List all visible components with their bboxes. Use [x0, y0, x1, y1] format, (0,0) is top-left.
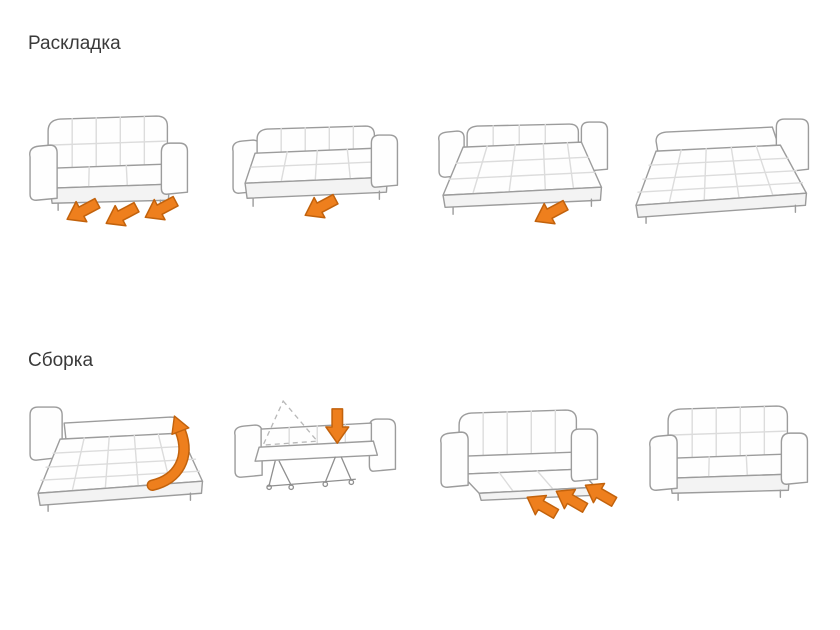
sofa-bed-extending — [438, 121, 609, 215]
section-title-unfold: Раскладка — [28, 33, 121, 54]
sofa-fold-step-2-illustration — [233, 399, 396, 491]
fold-steps-row — [10, 385, 830, 540]
fold-motion-dashed-outline — [261, 399, 319, 446]
sofa-assembled — [648, 405, 808, 501]
sofa-unfold-step-2-illustration — [231, 125, 398, 227]
metal-frame-legs — [265, 456, 356, 491]
sofa-fold-step-3-illustration — [440, 409, 621, 525]
sofa-folded — [29, 115, 189, 211]
fold-step-1-figure — [10, 385, 211, 540]
fold-step-2-figure — [217, 385, 418, 540]
sofa-fold-step-1-illustration — [29, 406, 204, 513]
unfold-step-4-figure — [630, 95, 831, 250]
section-title-fold: Сборка — [28, 350, 94, 371]
sofa-fold-step-4-illustration — [648, 405, 808, 501]
sofa-nearly-folded — [440, 409, 599, 501]
sofa-back-folded — [231, 125, 398, 207]
sofa-unfold-step-1-illustration — [29, 115, 189, 235]
unfold-step-3-figure — [423, 95, 624, 250]
unfold-steps-row — [10, 95, 830, 250]
lift-curved-arrow-icon — [146, 415, 190, 492]
fold-step-4-figure — [630, 385, 831, 540]
unfold-step-1-figure — [10, 95, 211, 250]
sofa-bed-ready — [634, 118, 809, 225]
fold-step-3-figure — [423, 385, 624, 540]
sofa-frame-view — [233, 418, 396, 491]
sofa-unfold-step-4-illustration — [634, 118, 809, 225]
unfold-step-2-figure — [217, 95, 418, 250]
sofa-unfold-step-3-illustration — [438, 121, 609, 233]
